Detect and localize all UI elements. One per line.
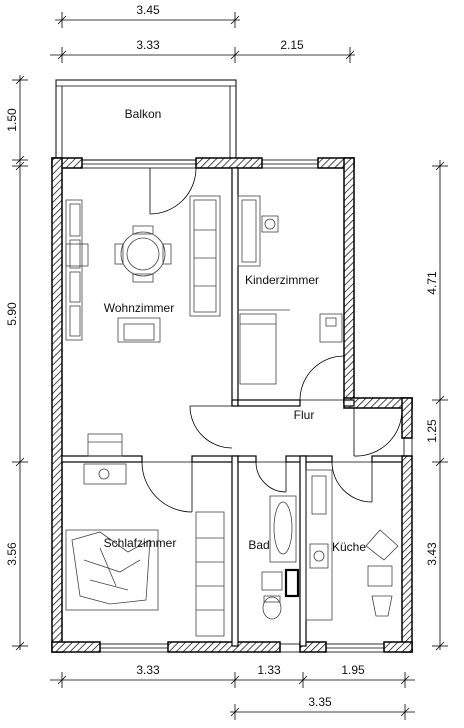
dim-right-flur: 1.25 xyxy=(425,419,439,443)
room-label-wohnzimmer: Wohnzimmer xyxy=(104,301,174,315)
dim-bottom-left: 3.33 xyxy=(136,663,160,677)
room-label-kinderzimmer: Kinderzimmer xyxy=(245,273,319,287)
dim-top-left: 3.33 xyxy=(136,38,160,52)
dim-left-wohn: 5.90 xyxy=(5,302,19,326)
room-label-bad: Bad xyxy=(248,538,269,552)
dim-top-outer: 3.45 xyxy=(136,3,160,17)
windows xyxy=(81,159,413,653)
room-label-schlafzimmer: Schlafzimmer xyxy=(104,536,177,550)
inner-walls xyxy=(61,167,403,647)
dim-left-schlaf: 3.56 xyxy=(5,542,19,566)
furniture xyxy=(65,195,399,637)
room-label-kueche: Küche xyxy=(332,540,366,554)
doors xyxy=(141,167,403,513)
room-label-flur: Flur xyxy=(294,408,315,422)
outer-walls xyxy=(51,157,413,653)
dim-bottom-outer: 3.35 xyxy=(308,695,332,709)
dimension-lines xyxy=(12,12,448,720)
dim-bottom-mid: 1.33 xyxy=(257,663,281,677)
dim-left-balkon: 1.50 xyxy=(5,108,19,132)
dim-top-right: 2.15 xyxy=(280,38,304,52)
dim-right-kinder: 4.71 xyxy=(425,271,439,295)
dim-right-kueche: 3.43 xyxy=(425,542,439,566)
dim-bottom-right: 1.95 xyxy=(341,663,365,677)
room-label-balkon: Balkon xyxy=(125,107,162,121)
